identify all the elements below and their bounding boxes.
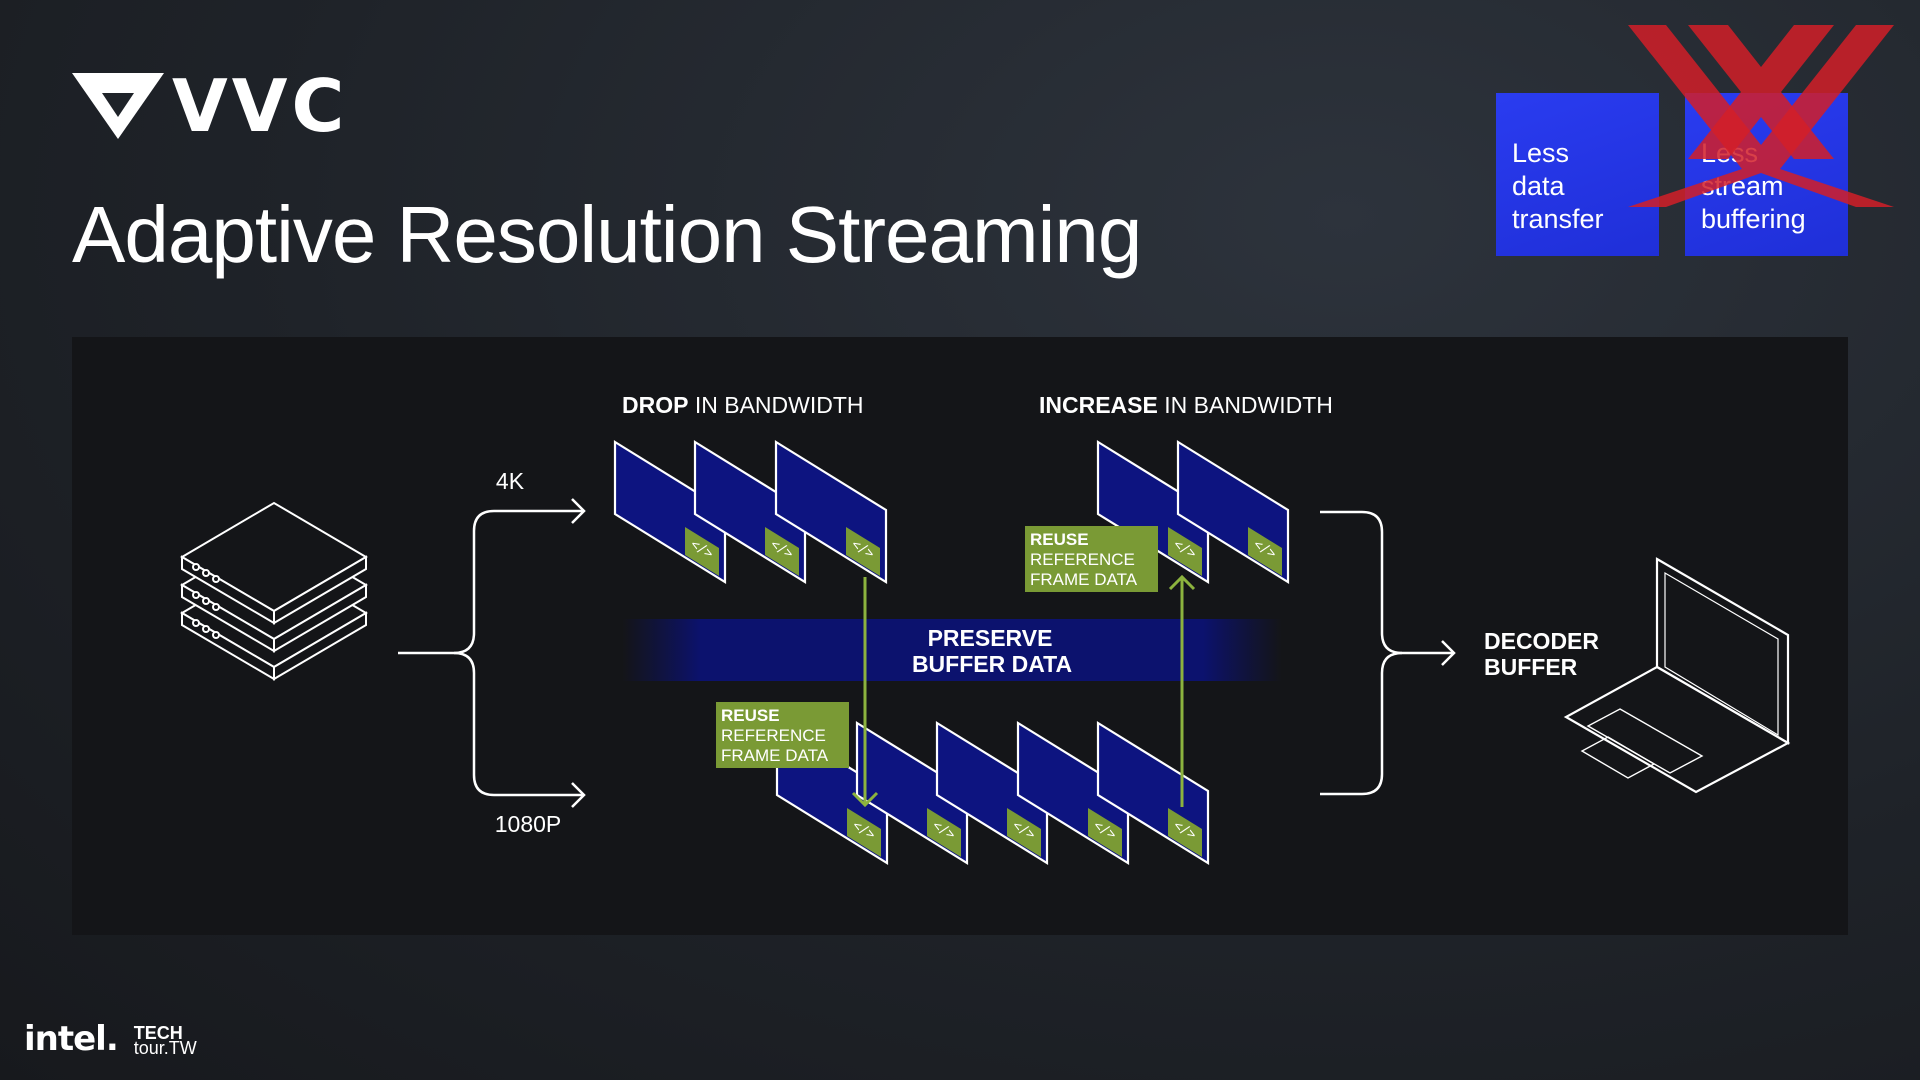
vvc-logo-icon (72, 73, 164, 139)
tech-tour-logo: TECH tour.TW (133, 1023, 197, 1058)
heading-increase-in-bandwidth: INCREASE IN BANDWIDTH (1039, 392, 1333, 418)
svg-text:REUSE: REUSE (721, 706, 780, 725)
server-stack-icon (180, 501, 368, 681)
footer-branding: intel. TECH tour.TW (24, 1019, 197, 1059)
svg-text:FRAME DATA: FRAME DATA (721, 746, 829, 765)
preserve-buffer-label-line1: PRESERVE (928, 625, 1053, 651)
reuse-label-upper: REUSE REFERENCE FRAME DATA (1025, 526, 1158, 592)
laptop-icon (1563, 557, 1791, 794)
preserve-buffer-band (622, 619, 1282, 681)
svg-text:REFERENCE: REFERENCE (721, 726, 826, 745)
frames-4k-drop (613, 440, 888, 584)
diagram-canvas: 4K 1080P DROP IN BANDWIDTH INCREASE IN B… (180, 392, 1791, 865)
label-4k: 4K (496, 468, 525, 494)
decoder-buffer-label-line2: BUFFER (1484, 654, 1578, 680)
vvc-logo: VVC (72, 70, 348, 142)
benefit-less-data-transfer: Less data transfer (1496, 93, 1659, 256)
svg-text:FRAME DATA: FRAME DATA (1030, 570, 1138, 589)
vvc-logo-text: VVC (172, 64, 349, 148)
svg-text:REFERENCE: REFERENCE (1030, 550, 1135, 569)
svg-text:REUSE: REUSE (1030, 530, 1089, 549)
arrow-down-head-icon (851, 791, 879, 808)
arrow-up-head-icon (1168, 574, 1196, 591)
merge-bracket-connector (1320, 510, 1456, 796)
red-cross-overlay-icon (1628, 25, 1894, 207)
preserve-buffer-label-line2: BUFFER DATA (912, 651, 1072, 677)
reuse-label-lower: REUSE REFERENCE FRAME DATA (716, 702, 849, 768)
page-title: Adaptive Resolution Streaming (72, 190, 1142, 279)
reuse-arrows (851, 574, 1196, 808)
heading-drop-in-bandwidth: DROP IN BANDWIDTH (622, 392, 864, 418)
split-branch-connector (398, 498, 586, 808)
decoder-buffer-label-line1: DECODER (1484, 628, 1599, 654)
label-1080p: 1080P (495, 811, 562, 837)
intel-logo: intel. (24, 1019, 119, 1059)
diagram-panel: 4K 1080P DROP IN BANDWIDTH INCREASE IN B… (72, 337, 1848, 935)
